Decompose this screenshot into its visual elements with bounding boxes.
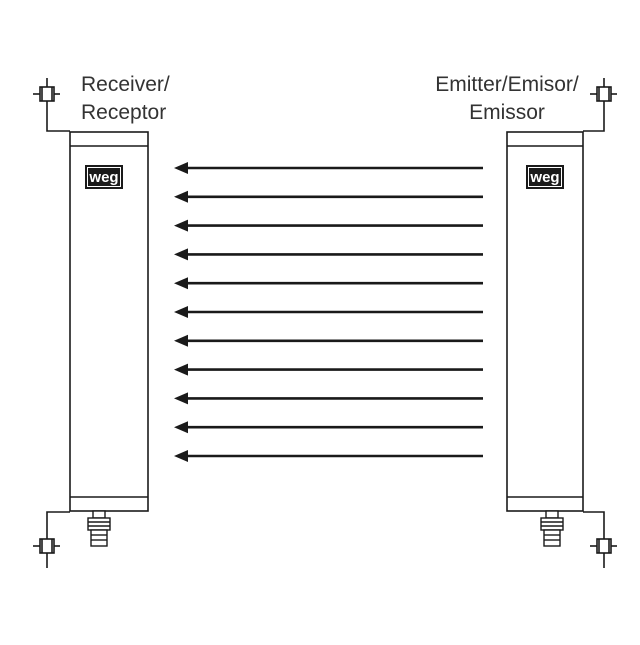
- beam-arrow: [174, 162, 483, 174]
- beam-arrowhead: [174, 334, 188, 347]
- beam-arrowhead: [174, 450, 188, 462]
- receiver-top-bracket: [33, 78, 70, 132]
- beam-arrowhead: [174, 277, 188, 290]
- beam-arrowhead: [174, 306, 188, 318]
- emitter-label-line1: Emitter/Emisor/: [435, 73, 579, 96]
- beam-arrowhead: [174, 162, 188, 174]
- beam-arrowhead: [174, 363, 188, 376]
- beam-arrowhead: [174, 421, 188, 434]
- receiver-connector: [87, 510, 111, 547]
- receiver-logo-text: weg: [88, 169, 118, 186]
- emitter-weg-logo: weg: [526, 165, 564, 189]
- beam-arrow: [174, 363, 483, 376]
- emitter-logo-text: weg: [529, 169, 559, 186]
- beam-arrow: [174, 248, 483, 261]
- beam-arrowhead: [174, 392, 188, 405]
- receiver-housing: [69, 131, 149, 512]
- emitter-bottom-bracket: [583, 511, 617, 568]
- receiver-label-line2: Receptor: [81, 101, 167, 124]
- beam-arrow: [174, 450, 483, 462]
- beam-arrow: [174, 190, 483, 203]
- beam-arrow: [174, 334, 483, 347]
- emitter-label: Emitter/Emisor/ Emissor: [404, 71, 610, 127]
- beam-arrowhead: [174, 219, 188, 232]
- emitter-housing: [506, 131, 584, 512]
- receiver-label-line1: Receiver/: [81, 73, 170, 96]
- receiver-unit: weg: [33, 78, 149, 568]
- receiver-weg-logo: weg: [85, 165, 123, 189]
- emitter-top-bracket: [583, 78, 617, 132]
- emitter-label-line2: Emissor: [469, 101, 545, 124]
- beam-arrow: [174, 421, 483, 434]
- emitter-connector: [540, 510, 564, 547]
- emitter-unit: weg: [506, 78, 617, 568]
- beam-arrow: [174, 277, 483, 290]
- beam-arrow: [174, 219, 483, 232]
- receiver-bottom-bracket: [33, 511, 70, 568]
- beam-arrowhead: [174, 190, 188, 203]
- light-beams: [174, 162, 483, 462]
- beam-arrowhead: [174, 248, 188, 261]
- receiver-label: Receiver/ Receptor: [81, 71, 170, 127]
- beam-arrow: [174, 306, 483, 318]
- beam-arrow: [174, 392, 483, 405]
